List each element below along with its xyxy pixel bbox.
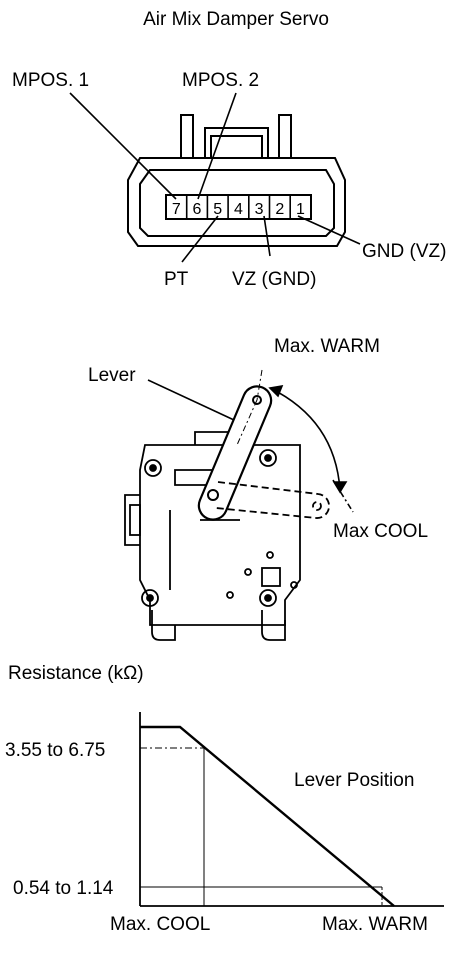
servo-lever-cool-position [215,481,330,519]
connector-pins: 7 6 5 4 3 2 1 [165,194,312,220]
label-pt: PT [164,269,189,290]
connector-leaders [69,92,361,263]
graph-y-low-label: 0.54 to 1.14 [13,878,114,899]
pin-2: 2 [275,201,284,218]
lever-leader [147,379,235,421]
graph-x-right-label: Max. WARM [322,914,428,935]
resistance-curve [140,725,395,907]
graph-y-high-label: 3.55 to 6.75 [5,740,105,761]
connector-body [127,114,346,247]
graph-ylabel: Resistance (kΩ) [8,663,144,684]
pin-1: 1 [296,201,305,218]
graph-reference-lines [140,747,383,906]
servo-body [124,431,301,641]
connector-title: Air Mix Damper Servo [143,9,329,30]
label-mpos2: MPOS. 2 [182,70,259,91]
label-gnd-vz: GND (VZ) [362,241,446,262]
label-mpos1: MPOS. 1 [12,70,89,91]
label-max-cool-servo: Max COOL [333,521,428,542]
graph-curve-label: Lever Position [294,770,414,791]
label-vz-gnd: VZ (GND) [232,269,316,290]
servo-lever [197,369,273,521]
pin-4: 4 [234,201,243,218]
label-max-warm-servo: Max. WARM [274,336,380,357]
pin-3: 3 [255,201,264,218]
label-lever: Lever [88,365,136,386]
graph-axes [139,712,444,907]
pin-frame [165,194,312,220]
rotation-arrow [268,384,354,513]
pin-6: 6 [193,201,202,218]
graph-x-left-label: Max. COOL [110,914,210,935]
pin-5: 5 [213,201,222,218]
pin-7: 7 [172,201,181,218]
